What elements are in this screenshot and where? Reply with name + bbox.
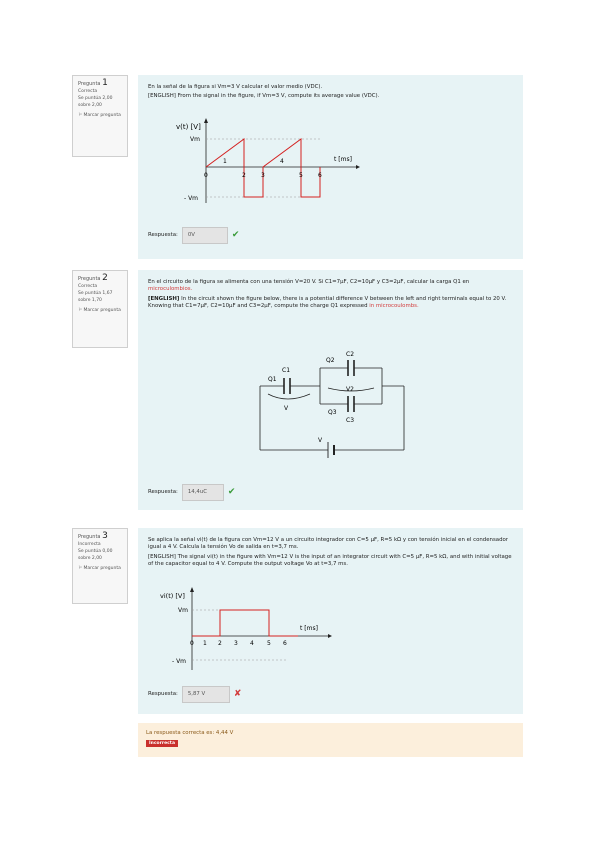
question-number: Pregunta 2 xyxy=(78,273,122,283)
signal-figure: vi(t) [V] t [ms] Vm - Vm 0 1 2 3 4 5 6 xyxy=(160,587,332,670)
v2-label: V2 xyxy=(346,386,354,393)
flag-label: Marcar pregunta xyxy=(83,113,121,119)
neg-vm-label: - Vm xyxy=(172,658,186,665)
incorrect-badge: Incorrecta xyxy=(146,740,178,747)
question-label: Pregunta xyxy=(78,534,101,540)
tick-label: 0 xyxy=(204,172,208,179)
answer-row: Respuesta: 5,87 V ✘ xyxy=(148,686,242,704)
tick-label: 3 xyxy=(234,640,238,647)
check-icon: ✔ xyxy=(227,487,236,497)
vm-label: Vm xyxy=(178,607,188,614)
tick-label: 0 xyxy=(190,640,194,647)
question-status: Correcta xyxy=(78,283,98,289)
question-status: Correcta xyxy=(78,88,98,94)
signal-waveform xyxy=(205,138,321,198)
answer-row: Respuesta: 0V ✔ xyxy=(148,227,240,245)
flag-question-link[interactable]: ⚐ Marcar pregunta xyxy=(78,566,122,573)
question-1-content: En la señal de la figura si Vm=3 V calcu… xyxy=(138,75,523,259)
question-text-en: [ENGLISH] The signal vi(t) in the figure… xyxy=(148,553,512,568)
q1-label: Q1 xyxy=(268,376,277,383)
c2-label: C2 xyxy=(346,351,354,358)
vm-label: Vm xyxy=(190,136,200,143)
question-text-en: [ENGLISH] From the signal in the figure,… xyxy=(148,93,380,100)
y-axis-label: v(t) [V] xyxy=(176,123,201,131)
question-unit-en: in microcoulombs. xyxy=(369,303,419,310)
question-text-es: En la señal de la figura si Vm=3 V calcu… xyxy=(148,84,323,90)
tick-label: 1 xyxy=(223,158,227,165)
question-text-en: [ENGLISH] In the circuit shown the figur… xyxy=(148,296,513,311)
correct-answer-text: La respuesta correcta es: 4,44 V xyxy=(146,730,234,736)
v1-label: V xyxy=(284,405,289,412)
answer-label: Respuesta: xyxy=(148,232,178,238)
question-label: Pregunta xyxy=(78,81,101,87)
q2-label: Q2 xyxy=(326,357,335,364)
x-axis-label: t [ms] xyxy=(300,625,318,632)
question-1-info: Pregunta 1 Correcta Se puntúa 2,00 sobre… xyxy=(72,75,128,157)
x-axis-label: t [ms] xyxy=(334,156,352,163)
check-icon: ✔ xyxy=(231,230,240,240)
question-unit-es: microculombios. xyxy=(148,286,193,293)
question-3-info: Pregunta 3 Incorrecta Se puntúa 0,00 sob… xyxy=(72,528,128,604)
tick-label: 5 xyxy=(299,172,303,179)
answer-input[interactable]: 0V xyxy=(181,227,228,245)
flag-icon: ⚐ xyxy=(78,308,83,314)
question-score: Se puntúa 1,67 sobre 1,70 xyxy=(78,291,113,303)
tick-label: 4 xyxy=(250,640,254,647)
question-score: Se puntúa 2,00 sobre 2,00 xyxy=(78,96,113,108)
question-status: Incorrecta xyxy=(78,541,101,547)
neg-vm-label: - Vm xyxy=(184,195,198,202)
flag-label: Marcar pregunta xyxy=(83,308,121,314)
english-tag: [ENGLISH] xyxy=(148,295,180,302)
tick-label: 6 xyxy=(318,172,322,179)
circuit-figure: C1 Q1 C2 Q2 C3 Q3 V V2 V xyxy=(259,351,405,458)
answer-label: Respuesta: xyxy=(148,489,178,495)
answer-row: Respuesta: 14,4uC ✔ xyxy=(148,484,236,502)
tick-label: 5 xyxy=(267,640,271,647)
flag-question-link[interactable]: ⚐ Marcar pregunta xyxy=(78,113,122,120)
cross-icon: ✘ xyxy=(233,689,242,699)
question-2-info: Pregunta 2 Correcta Se puntúa 1,67 sobre… xyxy=(72,270,128,348)
flag-label: Marcar pregunta xyxy=(83,566,121,572)
flag-icon: ⚐ xyxy=(78,113,83,119)
tick-label: 2 xyxy=(218,640,222,647)
signal-waveform xyxy=(192,609,298,637)
flag-icon: ⚐ xyxy=(78,566,83,572)
tick-label: 4 xyxy=(280,158,284,165)
feedback-panel: La respuesta correcta es: 4,44 V Incorre… xyxy=(138,723,523,757)
source-label: V xyxy=(318,437,323,444)
tick-label: 6 xyxy=(283,640,287,647)
question-number-value: 2 xyxy=(102,273,108,283)
question-text-en-body: In the circuit shown the figure below, t… xyxy=(148,295,507,310)
y-axis-label: vi(t) [V] xyxy=(160,592,185,600)
signal-figure: v(t) [V] t [ms] Vm - Vm 0 1 2 3 4 5 6 xyxy=(176,118,360,203)
question-2-content: En el circuito de la figura se alimenta … xyxy=(138,270,523,510)
tick-label: 2 xyxy=(242,172,246,179)
question-text-es-body: En el circuito de la figura se alimenta … xyxy=(148,279,470,285)
c1-label: C1 xyxy=(282,367,290,374)
question-score: Se puntúa 0,00 sobre 2,00 xyxy=(78,549,113,561)
question-number-value: 3 xyxy=(102,531,108,541)
answer-input[interactable]: 5,87 V xyxy=(181,686,230,704)
question-number: Pregunta 3 xyxy=(78,531,122,541)
answer-label: Respuesta: xyxy=(148,691,178,697)
q3-label: Q3 xyxy=(328,409,337,416)
question-label: Pregunta xyxy=(78,276,101,282)
question-number-value: 1 xyxy=(102,78,108,88)
c3-label: C3 xyxy=(346,417,354,424)
question-number: Pregunta 1 xyxy=(78,78,122,88)
tick-label: 3 xyxy=(261,172,265,179)
tick-label: 1 xyxy=(203,640,207,647)
question-3-content: Se aplica la señal vi(t) de la figura co… xyxy=(138,528,523,714)
flag-question-link[interactable]: ⚐ Marcar pregunta xyxy=(78,308,122,315)
question-text-es: Se aplica la señal vi(t) de la figura co… xyxy=(148,537,509,551)
question-text-es: En el circuito de la figura se alimenta … xyxy=(148,279,513,294)
answer-input[interactable]: 14,4uC xyxy=(181,484,224,502)
